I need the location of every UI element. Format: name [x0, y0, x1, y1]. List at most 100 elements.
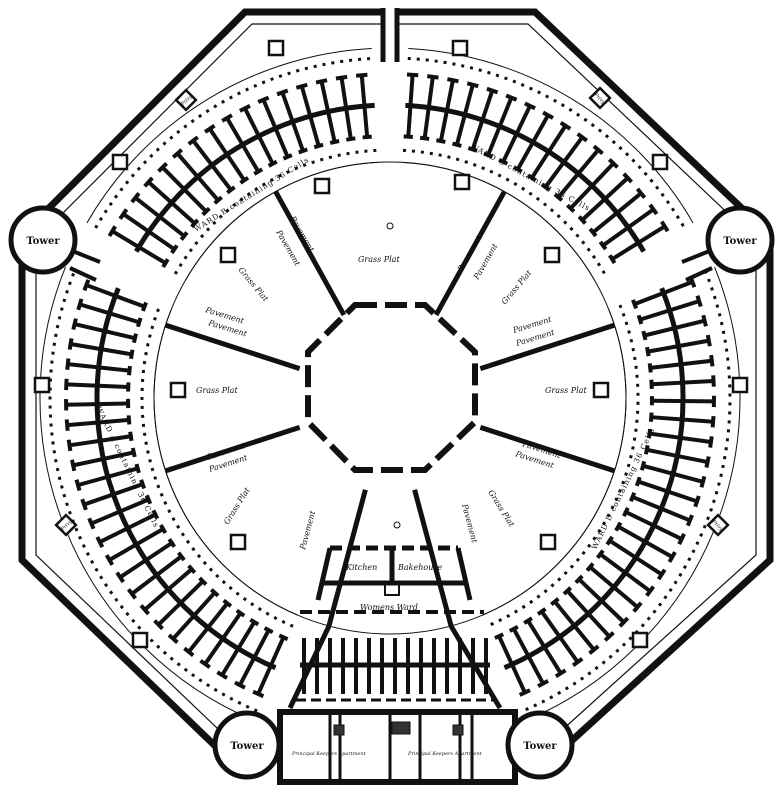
cell-wall-cap [403, 134, 413, 139]
cell-wall [486, 96, 514, 156]
cell-wall-cap [139, 479, 147, 490]
cell-wall-cap [635, 187, 647, 199]
cell-wall [225, 116, 260, 173]
cell-wall [299, 85, 321, 147]
cell-wall [516, 114, 550, 171]
cell-wall-cap [598, 240, 608, 251]
tower-nw: Tower [8, 205, 78, 275]
cell-wall-cap [588, 227, 598, 238]
cell-wall [74, 322, 136, 341]
cell-wall-cap [540, 182, 551, 192]
privy-box [219, 246, 237, 264]
cell-wall-cap [238, 104, 251, 113]
cell-wall-cap [677, 533, 686, 545]
pavement-wall [412, 489, 454, 627]
cell-wall-cap [233, 680, 246, 690]
cell-wall-cap [176, 551, 186, 562]
privy-box [451, 39, 469, 57]
grass-plat-label: Grass Plat [486, 488, 516, 529]
cell-wall [646, 447, 709, 465]
cell-wall [67, 362, 130, 373]
well [386, 222, 394, 230]
cell-wall-cap [282, 153, 293, 161]
cell-wall-cap [74, 479, 82, 492]
cell-wall [108, 527, 165, 562]
cell-wall-cap [226, 185, 236, 195]
privy-box [313, 177, 331, 195]
cell-wall-cap [118, 208, 129, 220]
cell-wall [651, 379, 714, 387]
cell-wall-cap [127, 365, 132, 376]
cell-wall-cap [708, 436, 714, 448]
pavement-wall [433, 190, 507, 317]
cell-wall-cap [171, 148, 184, 159]
cell-wall-cap [201, 206, 211, 217]
cell-wall-cap [209, 588, 220, 598]
cell-wall-cap [179, 231, 189, 241]
cell-wall-cap [526, 173, 537, 182]
cell-wall-cap [87, 517, 96, 530]
cell-wall [130, 554, 183, 596]
privy-box [131, 631, 149, 649]
ward-outer-line [86, 47, 372, 224]
cell-wall [147, 180, 197, 225]
kitchen-block [300, 545, 484, 614]
ward-spine-wall [94, 287, 277, 671]
cell-wall-cap [76, 298, 84, 311]
cell-wall-cap [315, 78, 328, 85]
tower-sw: Tower [212, 710, 282, 780]
cell-wall-cap [518, 688, 531, 697]
cell-wall [422, 76, 435, 139]
privy [453, 173, 471, 191]
cell-wall-cap [198, 576, 208, 586]
cell-wall-cap [239, 176, 250, 185]
cell-wall [608, 539, 663, 577]
cell-wall [83, 482, 144, 507]
cell-wall-cap [648, 203, 659, 216]
cell-wall [512, 627, 545, 685]
cell-wall-cap [131, 333, 138, 344]
cell-wall-cap [329, 139, 340, 145]
cell-wall-cap [505, 93, 518, 102]
cell-wall-cap [576, 132, 588, 143]
cell-wall-cap [648, 412, 654, 422]
privy-box [651, 153, 669, 171]
cell-wall [66, 382, 129, 390]
cell-wall [650, 358, 713, 370]
cell-wall [161, 165, 208, 213]
privy-box [592, 381, 610, 399]
cell-wall-cap [139, 604, 150, 616]
cell-wall-cap [213, 195, 223, 205]
cell-wall-cap [167, 633, 179, 645]
privy-box [453, 173, 471, 191]
cell-wall-cap [571, 657, 584, 667]
cell-wall [66, 401, 129, 407]
cell-wall [526, 619, 563, 675]
cell-wall [438, 79, 455, 142]
cell-wall [497, 635, 527, 694]
cell-wall [631, 495, 691, 523]
tower-ne: Tower [705, 205, 775, 275]
cell-wall-cap [537, 679, 550, 688]
privy-box [588, 86, 612, 110]
cell-wall [647, 338, 710, 354]
cell-wall-cap [144, 494, 153, 505]
privy: Privy [174, 88, 198, 112]
cell-wall-cap [636, 314, 644, 325]
privy [169, 381, 187, 399]
cell-wall-cap [688, 275, 697, 288]
cell-wall-cap [199, 659, 211, 669]
ward-spine-wall [134, 102, 375, 253]
cell-wall-cap [157, 161, 168, 173]
cell-wall [642, 463, 704, 484]
cell-wall-cap [559, 120, 572, 131]
ward-outer-line [39, 266, 254, 721]
cell-wall-cap [592, 144, 604, 156]
cell-wall-cap [66, 439, 73, 452]
privy-box [543, 246, 561, 264]
cell-wall-cap [355, 72, 368, 78]
tower-label: Tower [723, 236, 757, 247]
cell-wall-cap [362, 134, 372, 140]
cell-wall-cap [298, 147, 308, 155]
